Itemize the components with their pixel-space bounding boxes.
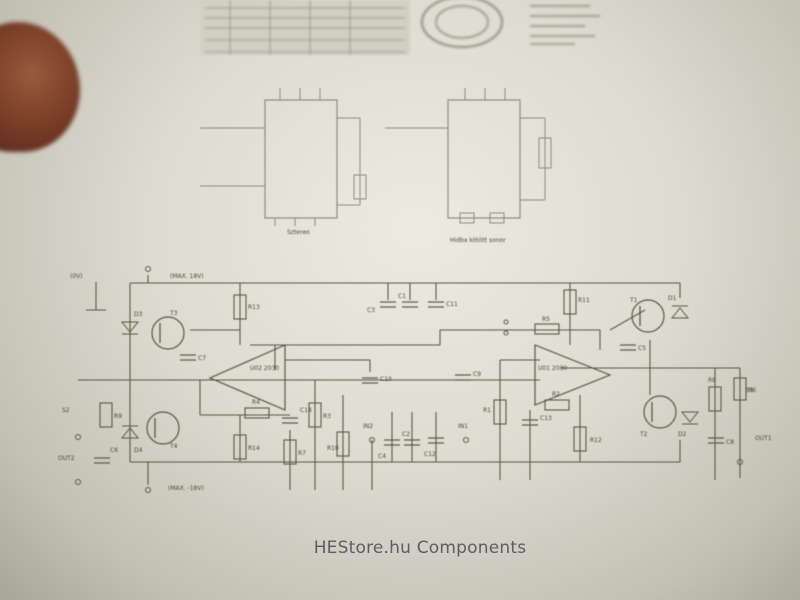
label-r5: R5: [542, 316, 550, 323]
diode-d1: D1: [668, 295, 690, 319]
label-c11: C11: [446, 301, 458, 308]
diode-d3-label: D3: [134, 311, 143, 318]
diode-d2: D2: [678, 411, 700, 438]
label-r10: R10: [327, 445, 339, 452]
label-c3: C3: [367, 307, 375, 314]
resistor-labels: R13 R9 R14 R4 R7 R3 R10 R1 R11 R5 R2 R8 …: [114, 297, 756, 457]
label-in2: IN2: [363, 423, 373, 430]
diode-d2-label: D2: [678, 431, 687, 438]
label-r3: R3: [323, 413, 331, 420]
label-r8: R8: [708, 377, 716, 384]
transistor-t4: T4: [146, 411, 180, 450]
label-r1: R1: [483, 407, 491, 414]
supply-minus-label: (MAX. -18V): [168, 485, 204, 492]
label-c9: C9: [473, 371, 481, 378]
transistor-t2-label: T2: [639, 431, 648, 438]
supply-zero-label: (0V): [70, 273, 83, 280]
label-out1: OUT1: [755, 435, 772, 442]
label-c5: C5: [638, 345, 646, 352]
label-r6: R6: [748, 387, 756, 394]
label-c14: C14: [300, 407, 312, 414]
label-r11: R11: [578, 297, 590, 304]
right-module-label: Hidba kötött sonor: [450, 237, 506, 244]
label-s2: S2: [62, 407, 70, 414]
label-r9: R9: [114, 413, 122, 420]
transistor-t3: T3: [151, 310, 185, 350]
capacitors: [94, 301, 724, 464]
opamp-u02-label: U02 2030: [250, 365, 279, 372]
label-out2: OUT2: [58, 455, 75, 462]
label-r2: R2: [552, 391, 560, 398]
supply-rails: [78, 275, 741, 490]
amplifier-schematic: U02 2030 U01 2030 T3 T4 T1 T2: [58, 266, 772, 493]
upper-modules: Sztereo Hidba kötött sonor: [200, 88, 552, 244]
diode-d4-label: D4: [134, 447, 143, 454]
label-r4: R4: [252, 399, 260, 406]
diode-d4: D4: [120, 425, 143, 454]
label-c1: C1: [398, 293, 406, 300]
label-c7: C7: [198, 355, 206, 362]
opamp-u02: U02 2030: [208, 344, 286, 411]
label-c13: C13: [540, 415, 552, 422]
label-s1: S1: [746, 387, 754, 394]
transistor-t4-label: T4: [169, 443, 178, 450]
label-c12: C12: [424, 451, 436, 458]
diode-d1-label: D1: [668, 295, 677, 302]
right-module: Hidba kötött sonor: [385, 88, 552, 244]
label-c2: C2: [402, 431, 410, 438]
diode-d3: D3: [120, 311, 143, 335]
label-c8: C8: [726, 439, 734, 446]
supply-plus-label: (MAX. 18V): [170, 273, 204, 280]
resistors: [99, 289, 747, 465]
left-module: Sztereo: [200, 88, 367, 236]
connectors: S2 S1 OUT2 OUT1 IN2 IN1: [58, 266, 772, 493]
top-blurred-table: [200, 0, 600, 55]
label-r12: R12: [590, 437, 602, 444]
label-c6: C6: [110, 447, 118, 454]
label-c10: C10: [380, 376, 392, 383]
label-r14: R14: [248, 445, 260, 452]
label-r13: R13: [248, 304, 260, 311]
capacitor-labels: C7 C6 C14 C10 C3 C1 C11 C4 C2 C12 C9 C13…: [110, 293, 734, 460]
left-module-label: Sztereo: [287, 229, 310, 236]
label-in1: IN1: [458, 423, 468, 430]
opamp-u01: U01 2030: [534, 344, 612, 406]
transistor-t3-label: T3: [169, 310, 178, 317]
label-r7: R7: [298, 450, 306, 457]
opamp-u01-label: U01 2030: [538, 365, 567, 372]
transistor-t2: T2: [639, 395, 677, 438]
footer-caption: HEStore.hu Components: [313, 538, 527, 558]
label-c4: C4: [378, 453, 386, 460]
transistor-t1: T1: [629, 297, 665, 333]
transistor-t1-label: T1: [629, 297, 638, 304]
